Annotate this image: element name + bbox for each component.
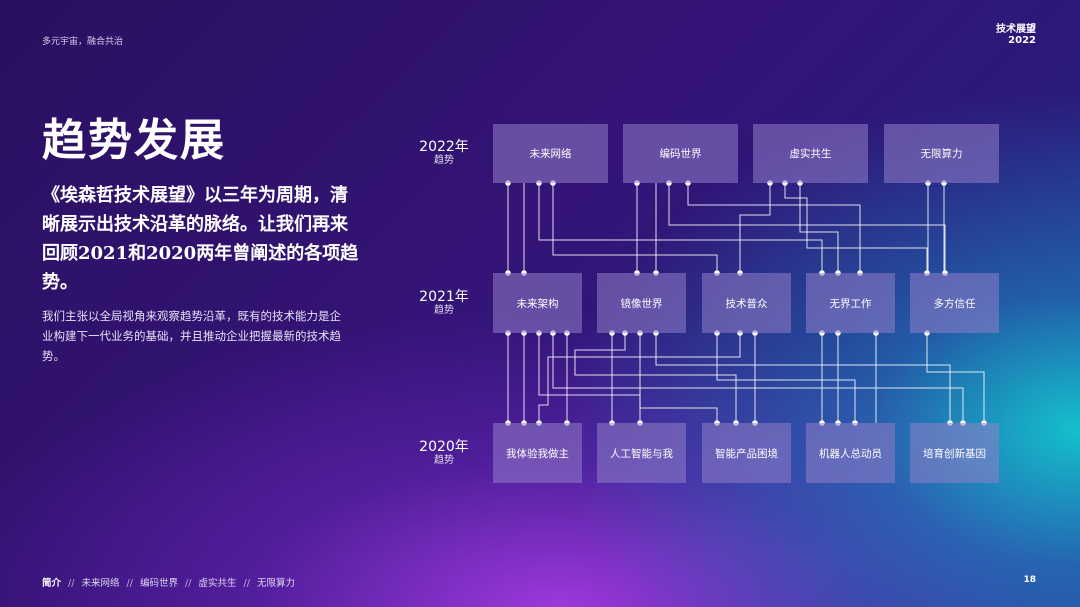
year-sub: 趋势 bbox=[434, 305, 454, 316]
trend-box-2021: 未来架构 bbox=[493, 273, 582, 333]
page-title: 趋势发展 bbox=[42, 115, 226, 166]
tagline: 多元宇宙，融合共治 bbox=[42, 37, 124, 47]
footer-link[interactable]: 虚实共生 bbox=[198, 578, 237, 589]
lead-paragraph: 《埃森哲技术展望》以三年为周期，清晰展示出技术沿革的脉络。让我们再来回顾2021… bbox=[42, 185, 359, 293]
year-label-2020: 2020年 趋势 bbox=[414, 440, 474, 467]
trend-box-2022: 编码世界 bbox=[623, 124, 738, 183]
footer-link[interactable]: 编码世界 bbox=[139, 578, 178, 589]
year-sub: 趋势 bbox=[434, 155, 454, 166]
footer-nav: 简介 // 未来网络 // 编码世界 // 虚实共生 // 无限算力 bbox=[42, 575, 295, 589]
brand-logo: 技术展望 2022 bbox=[996, 24, 1036, 46]
trend-box-2020: 机器人总动员 bbox=[806, 423, 895, 483]
trend-box-2020: 人工智能与我 bbox=[597, 423, 686, 483]
footer-current[interactable]: 简介 bbox=[42, 578, 62, 589]
trend-box-2020: 我体验我做主 bbox=[493, 423, 582, 483]
footer-separator: // bbox=[126, 578, 133, 589]
page-number: 18 bbox=[1023, 575, 1036, 585]
footer-link[interactable]: 无限算力 bbox=[256, 578, 295, 589]
trend-box-2022: 未来网络 bbox=[493, 124, 608, 183]
brand-line1: 技术展望 bbox=[996, 24, 1036, 35]
year-text: 2021年 bbox=[419, 289, 469, 305]
footer-separator: // bbox=[185, 578, 192, 589]
year-sub: 趋势 bbox=[434, 455, 454, 466]
year-label-2022: 2022年 趋势 bbox=[414, 140, 474, 167]
footer-link[interactable]: 未来网络 bbox=[81, 578, 120, 589]
trend-box-2020: 智能产品困境 bbox=[702, 423, 791, 483]
footer-separator: // bbox=[243, 578, 250, 589]
footer-separator: // bbox=[68, 578, 75, 589]
trend-box-2021: 技术普众 bbox=[702, 273, 791, 333]
year-label-2021: 2021年 趋势 bbox=[414, 290, 474, 317]
trend-box-2021: 镜像世界 bbox=[597, 273, 686, 333]
trend-box-2021: 多方信任 bbox=[910, 273, 999, 333]
trend-box-2022: 虚实共生 bbox=[753, 124, 868, 183]
year-text: 2020年 bbox=[419, 439, 469, 455]
body-paragraph: 我们主张以全局视角来观察趋势沿革，既有的技术能力是企业构建下一代业务的基础，并且… bbox=[42, 309, 341, 363]
trend-box-2022: 无限算力 bbox=[884, 124, 999, 183]
brand-line2: 2022 bbox=[1008, 35, 1036, 46]
year-text: 2022年 bbox=[419, 139, 469, 155]
trend-box-2021: 无界工作 bbox=[806, 273, 895, 333]
trend-box-2020: 培育创新基因 bbox=[910, 423, 999, 483]
